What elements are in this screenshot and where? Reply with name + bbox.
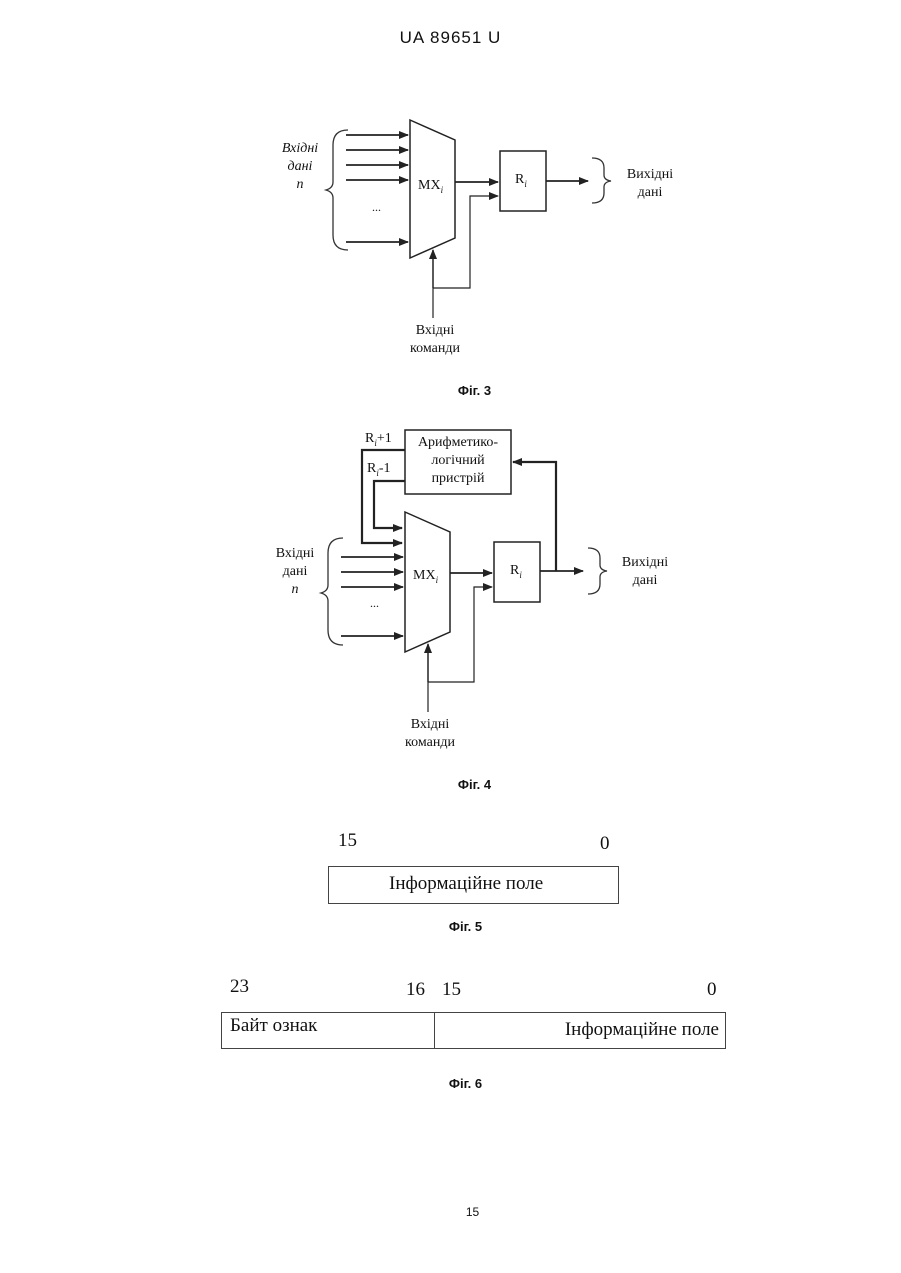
figure-4-caption: Фіг. 4	[0, 777, 901, 792]
mux-label: MXi	[418, 178, 443, 195]
bit-15b-label: 15	[442, 979, 461, 1001]
info-field-label: Інформаційне поле	[389, 873, 543, 895]
input-data-label-4: Вхідні дані n	[263, 545, 327, 599]
bit-23-label: 23	[230, 976, 249, 998]
ellipsis: ...	[372, 200, 381, 215]
bit-0b-label: 0	[707, 979, 717, 1001]
bit-16-label: 16	[406, 979, 425, 1001]
register-label: Ri	[515, 172, 527, 189]
figure-5-caption: Фіг. 5	[0, 919, 901, 934]
register-format-16bit: Інформаційне поле	[328, 866, 619, 904]
ellipsis-4: ...	[370, 596, 379, 611]
decrement-label: Ri-1	[367, 461, 391, 478]
figure-3-caption: Фіг. 3	[0, 383, 901, 398]
increment-label: Ri+1	[365, 431, 392, 448]
mux-label-4: MXi	[413, 568, 438, 585]
commands-label: Вхідні команди	[390, 322, 480, 358]
page-number: 15	[0, 1205, 901, 1219]
alu-label: Арифметико- логічний пристрій	[405, 434, 511, 488]
input-data-label: Вхідні дані n	[268, 140, 332, 194]
output-data-label: Вихідні дані	[618, 166, 682, 202]
decrement-wire	[374, 481, 405, 528]
commands-label-4: Вхідні команди	[385, 716, 475, 752]
output-data-label-4: Вихідні дані	[613, 554, 677, 590]
info-field-label-6: Інформаційне поле	[565, 1019, 719, 1041]
input-arrows	[346, 135, 408, 242]
figure-6-caption: Фіг. 6	[0, 1076, 901, 1091]
bit-15-label: 15	[338, 830, 357, 852]
register-label-4: Ri	[510, 563, 522, 580]
bit-0-label: 0	[600, 833, 610, 855]
flags-field-label: Байт ознак	[230, 1015, 317, 1037]
flags-field: Байт ознак	[222, 1013, 435, 1048]
output-brace-4	[588, 548, 607, 594]
register-format-24bit: Байт ознак Інформаційне поле	[221, 1012, 726, 1049]
output-brace	[592, 158, 611, 203]
